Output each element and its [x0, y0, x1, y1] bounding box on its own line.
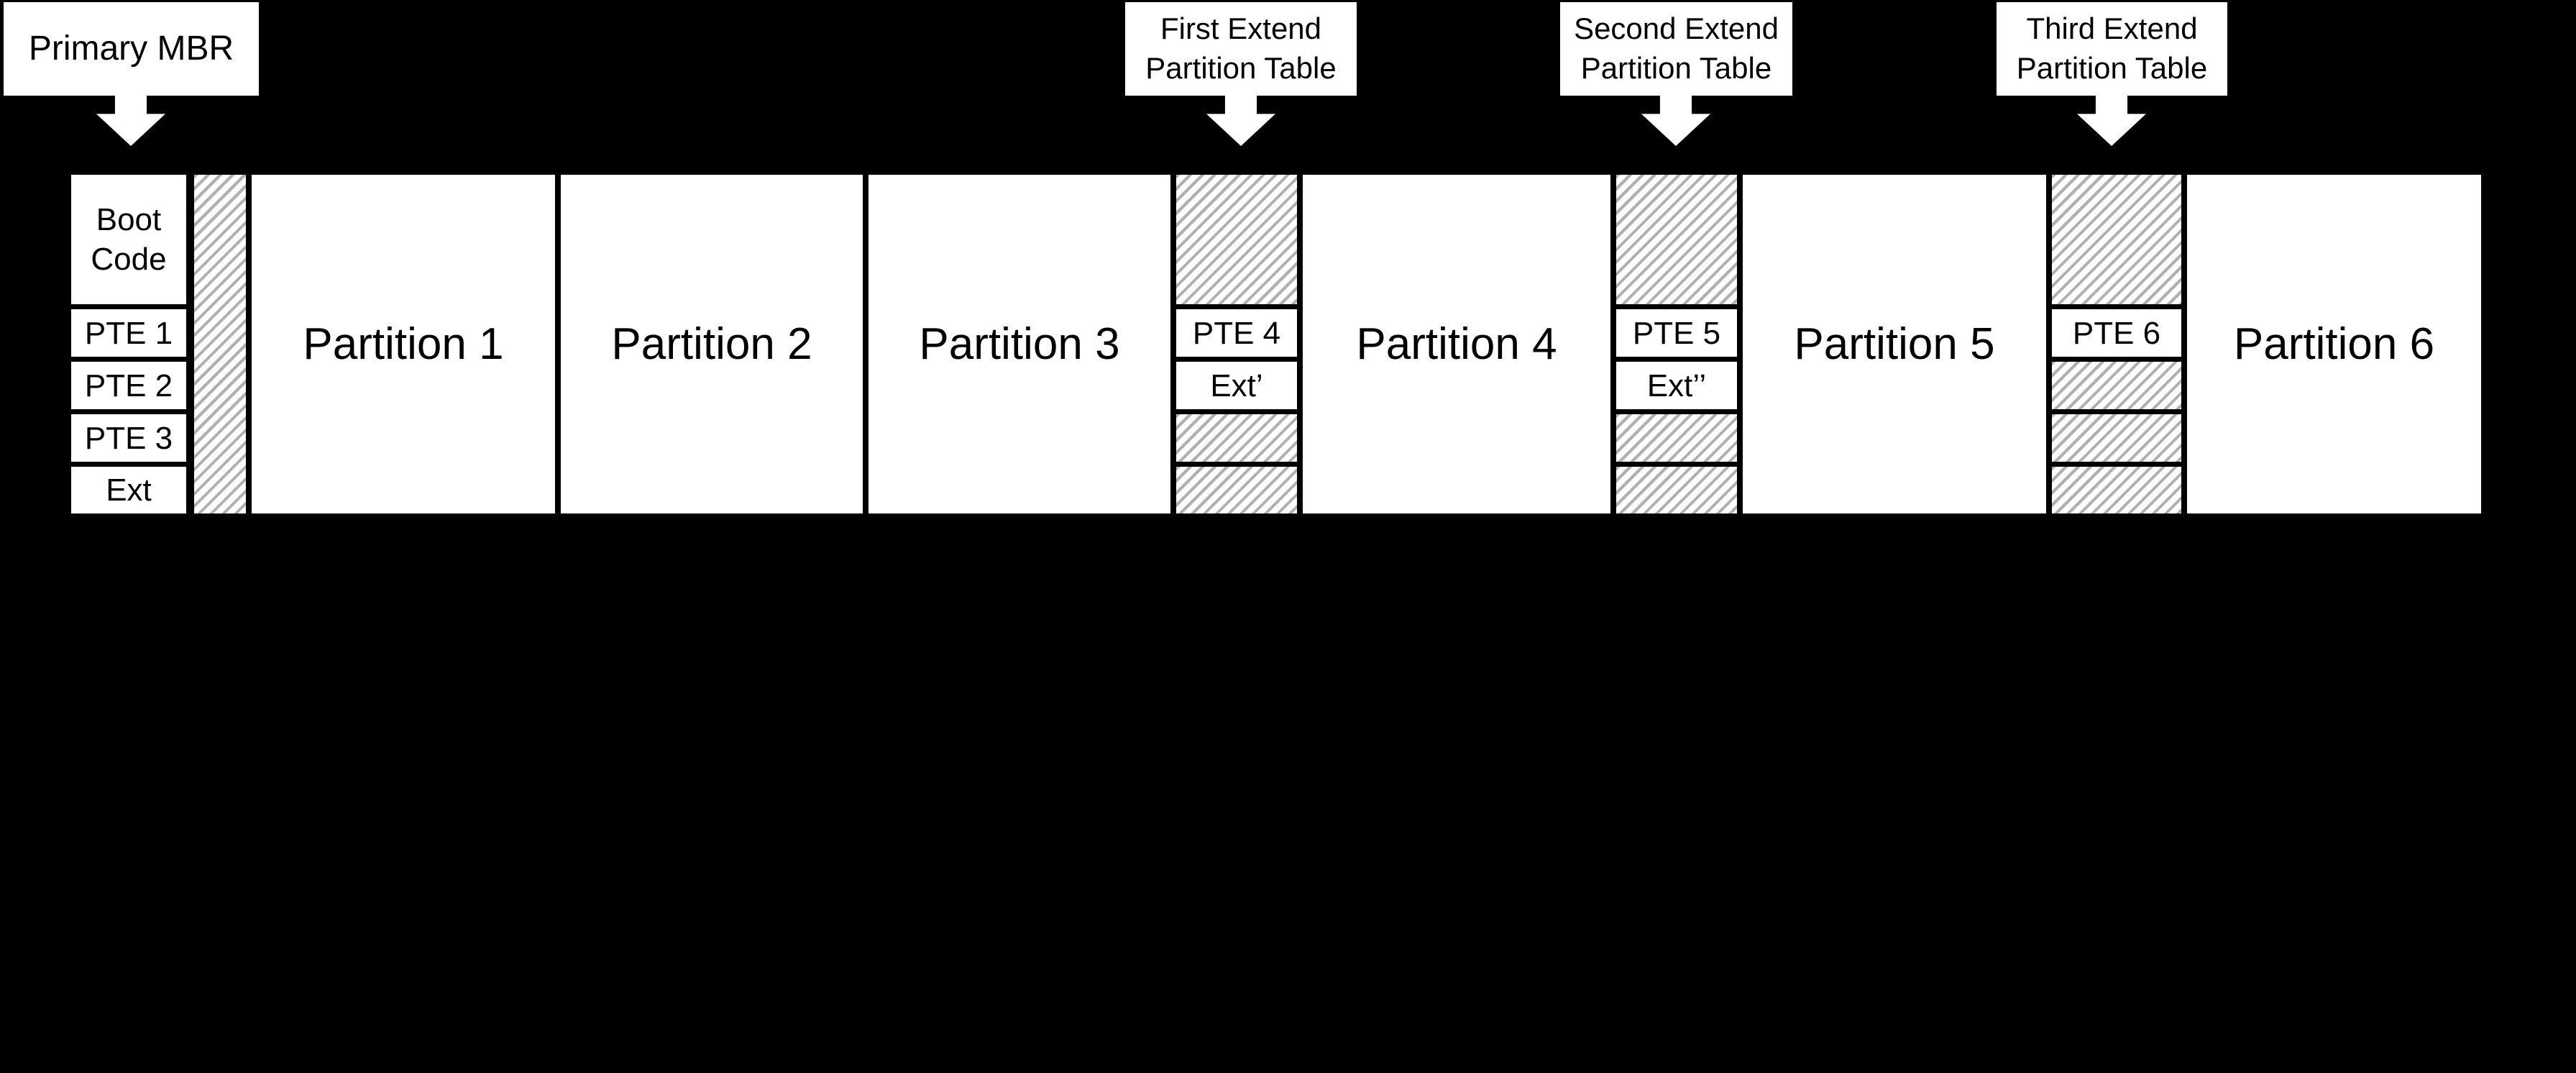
third-extend-arrow-down-icon	[2077, 94, 2146, 146]
first-extend-arrow-down-icon	[1206, 94, 1275, 146]
ebr1-pte4-cell: PTE 4	[1176, 309, 1297, 357]
primary-mbr-callout: Primary MBR	[4, 2, 259, 96]
primary-mbr-arrow-down-icon	[96, 94, 165, 146]
ebr2-ext-cell: Ext’’	[1616, 362, 1737, 409]
partition-5-cell: Partition 5	[1743, 175, 2046, 513]
first-extend-callout-line1: First Extend	[1160, 12, 1322, 46]
partition-2-cell: Partition 2	[561, 175, 863, 513]
ebr3-unused-hatch-row2	[2052, 414, 2181, 462]
ebr2-boot-area-hatch	[1616, 175, 1737, 304]
partition-1-cell: Partition 1	[252, 175, 555, 513]
ebr3-boot-area-hatch	[2052, 175, 2181, 304]
boot-code-line1: Boot	[96, 202, 162, 237]
ebr2-pte5-cell: PTE 5	[1616, 309, 1737, 357]
ebr3-pte6-label: PTE 6	[2072, 315, 2161, 351]
partition-4-label: Partition 4	[1356, 319, 1557, 369]
ebr3-unused-hatch-row1	[2052, 362, 2181, 409]
partition-3-cell: Partition 3	[868, 175, 1170, 513]
partition-4-cell: Partition 4	[1303, 175, 1610, 513]
ebr1-unused-hatch-row2	[1176, 467, 1297, 513]
second-extend-callout-line2: Partition Table	[1580, 51, 1772, 85]
disk-layout-bar: Boot Code PTE 1 PTE 2 PTE 3 Ext Partitio…	[65, 169, 2487, 519]
ebr2-unused-hatch-row2	[1616, 467, 1737, 513]
mbr-pte1-cell: PTE 1	[71, 309, 186, 357]
second-extend-arrow-down-icon	[1641, 94, 1710, 146]
primary-mbr-callout-text: Primary MBR	[28, 29, 234, 68]
mbr-pte3-label: PTE 3	[84, 420, 173, 456]
ebr1-ext-cell: Ext’	[1176, 362, 1297, 409]
first-extend-partition-table-callout: First Extend Partition Table	[1125, 2, 1357, 96]
ebr1-pte4-label: PTE 4	[1192, 315, 1281, 351]
partition-5-label: Partition 5	[1794, 319, 1995, 369]
first-extend-callout-line2: Partition Table	[1145, 51, 1337, 85]
partition-6-label: Partition 6	[2233, 319, 2435, 369]
second-extend-callout-line1: Second Extend	[1574, 12, 1779, 46]
mbr-pte2-label: PTE 2	[84, 367, 173, 403]
mbr-pte1-label: PTE 1	[84, 315, 173, 351]
ebr1-boot-area-hatch	[1176, 175, 1297, 304]
partition-1-label: Partition 1	[303, 319, 504, 369]
mbr-ext-label: Ext	[106, 472, 152, 508]
partition-6-cell: Partition 6	[2187, 175, 2481, 513]
mbr-boot-code-cell: Boot Code	[71, 175, 186, 304]
second-extend-partition-table-callout: Second Extend Partition Table	[1560, 2, 1792, 96]
ebr2-pte5-label: PTE 5	[1632, 315, 1721, 351]
third-extend-partition-table-callout: Third Extend Partition Table	[1997, 2, 2227, 96]
mbr-ext-cell: Ext	[71, 467, 186, 513]
partition-3-label: Partition 3	[919, 319, 1120, 369]
ebr2-unused-hatch-row1	[1616, 414, 1737, 462]
third-extend-callout-line1: Third Extend	[2026, 12, 2198, 46]
mbr-pte2-cell: PTE 2	[71, 362, 186, 409]
ebr1-ext-label: Ext’	[1210, 367, 1263, 403]
boot-code-line2: Code	[91, 242, 167, 277]
ebr3-pte6-cell: PTE 6	[2052, 309, 2181, 357]
third-extend-callout-line2: Partition Table	[2016, 51, 2208, 85]
partition-2-label: Partition 2	[611, 319, 812, 369]
ebr2-ext-label: Ext’’	[1646, 367, 1707, 403]
mbr-pte3-cell: PTE 3	[71, 414, 186, 462]
mbr-gap-hatch-strip	[194, 175, 246, 513]
ebr1-unused-hatch-row1	[1176, 414, 1297, 462]
ebr3-unused-hatch-row3	[2052, 467, 2181, 513]
